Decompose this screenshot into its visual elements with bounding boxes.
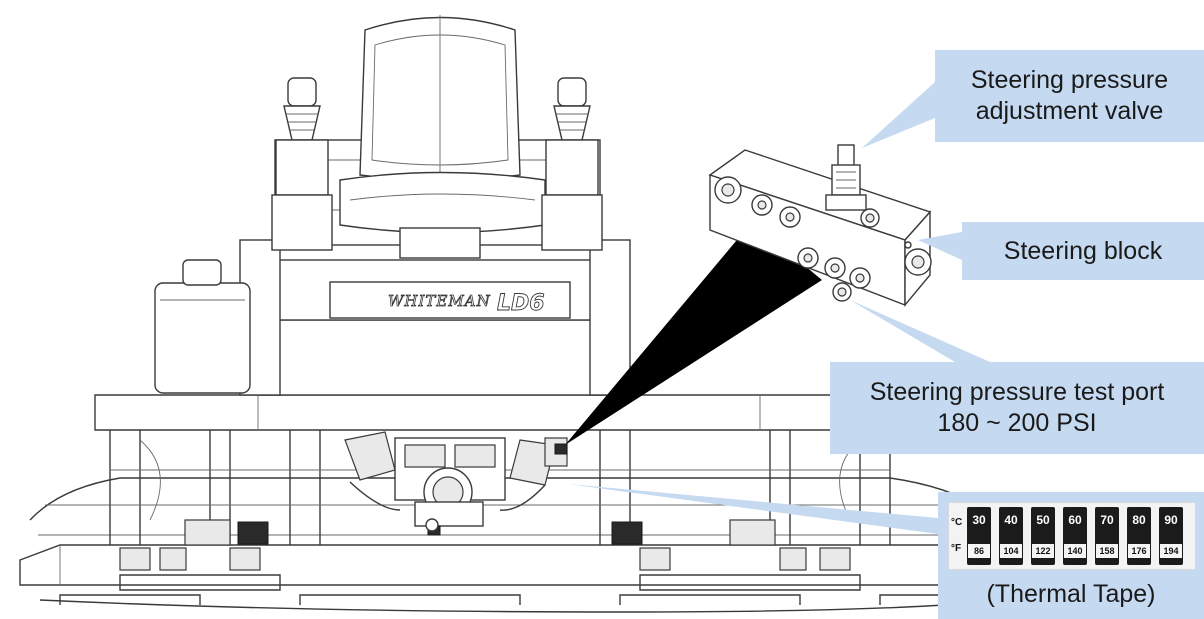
thermal-tape-celsius-value: 50	[1036, 513, 1050, 527]
thermal-tape-cell: 30 86	[967, 507, 991, 565]
thermal-tape-unit-c: °C	[951, 517, 963, 528]
pointer-adjustment-valve	[862, 82, 935, 148]
gearbox-right	[611, 519, 861, 591]
thermal-tape-celsius-value: 30	[972, 513, 986, 527]
joystick-left	[271, 77, 333, 251]
thermal-tape-strip: °C °F 30 86 40 104 50 122 60 140 70 158 80 176 90 194	[948, 502, 1196, 570]
model-name: LD6	[497, 291, 545, 316]
pointer-test-port	[850, 300, 990, 362]
steering-block-detail	[708, 144, 932, 307]
thermal-tape-celsius-value: 70	[1100, 513, 1114, 527]
block-fittings	[714, 176, 932, 302]
thermal-tape-cell: 60 140	[1063, 507, 1087, 565]
callout-test-port-line1: Steering pressure test port	[869, 378, 1165, 406]
thermal-tape-cell: 40 104	[999, 507, 1023, 565]
thermal-tape-label: (Thermal Tape)	[986, 580, 1156, 608]
fuel-tank	[154, 259, 251, 394]
thermal-tape-unit-f: °F	[951, 543, 962, 554]
thermal-tape-cell: 70 158	[1095, 507, 1119, 565]
callout-adjustment-valve-line2: adjustment valve	[975, 97, 1164, 125]
machine-base-rings	[19, 477, 1011, 613]
thermal-tape-celsius-value: 60	[1068, 513, 1082, 527]
thermal-tape-fahrenheit-value: 122	[1032, 544, 1054, 558]
thermal-tape-fahrenheit-value: 176	[1128, 544, 1150, 558]
engine-assembly	[344, 431, 568, 536]
gearbox-left	[119, 519, 281, 591]
thermal-tape-fahrenheit-value: 104	[1000, 544, 1022, 558]
callout-steering-block-label: Steering block	[1003, 236, 1163, 265]
adjustment-valve-part	[825, 144, 867, 211]
thermal-tape-cell: 90 194	[1159, 507, 1183, 565]
zoom-cone	[565, 222, 822, 445]
pointer-steering-block	[918, 232, 962, 260]
callout-test-port-line2: 180 ~ 200 PSI	[937, 409, 1097, 437]
thermal-tape-fahrenheit-value: 194	[1160, 544, 1182, 558]
brand-name: WHITEMAN	[388, 292, 491, 310]
thermal-tape-fahrenheit-value: 86	[968, 544, 990, 558]
joystick-right	[541, 77, 603, 251]
thermal-tape-callout: °C °F 30 86 40 104 50 122 60 140 70 158 80 176 90 194…	[938, 492, 1204, 619]
thermal-tape-celsius-value: 40	[1004, 513, 1018, 527]
callout-adjustment-valve: Steering pressure adjustment valve	[935, 50, 1204, 142]
thermal-tape-fahrenheit-value: 140	[1064, 544, 1086, 558]
callout-adjustment-valve-line1: Steering pressure	[970, 66, 1169, 94]
thermal-tape-cell: 80 176	[1127, 507, 1151, 565]
pointer-thermal-tape	[568, 484, 938, 534]
thermal-tape-cell: 50 122	[1031, 507, 1055, 565]
callout-steering-block: Steering block	[962, 222, 1204, 280]
thermal-tape-celsius-value: 80	[1132, 513, 1146, 527]
thermal-tape-fahrenheit-value: 158	[1096, 544, 1118, 558]
operator-seat	[339, 15, 546, 259]
callout-test-port: Steering pressure test port 180 ~ 200 PS…	[830, 362, 1204, 454]
brand-plate: WHITEMAN LD6	[329, 281, 571, 319]
thermal-tape-celsius-value: 90	[1164, 513, 1178, 527]
